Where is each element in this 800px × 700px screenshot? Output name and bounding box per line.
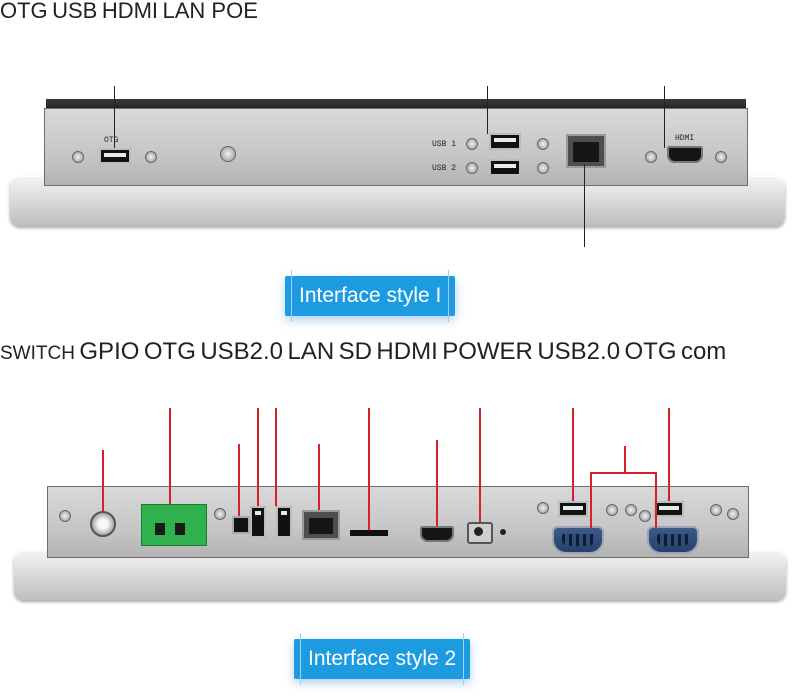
power-leader: [479, 408, 481, 522]
hdmi-label: HDMI: [101, 0, 159, 23]
usb20-left-leader-2: [275, 408, 277, 506]
com-port-2: [647, 526, 699, 554]
switch-leader: [102, 450, 104, 512]
hdmi-silkscreen: HDMI: [675, 134, 695, 143]
hdmi-port: [420, 526, 454, 542]
back-housing: [47, 486, 749, 558]
otg-right-leader: [668, 408, 670, 501]
power-jack: [467, 522, 493, 544]
screw: [645, 151, 657, 163]
front-bezel: [14, 550, 786, 600]
screw: [145, 151, 157, 163]
lan-poe-port: [566, 134, 606, 168]
lan-poe-leader: [584, 164, 585, 247]
usb-label: USB: [52, 0, 98, 23]
screw: [466, 138, 478, 150]
screw: [220, 146, 236, 162]
otg-leader: [114, 86, 115, 148]
usb-port-2: [489, 159, 521, 176]
hdmi-leader: [664, 86, 665, 148]
com-leader-left: [590, 472, 592, 528]
screw: [59, 510, 71, 522]
interface-style-2-badge: Interface style 2: [294, 633, 471, 685]
usb-leader: [487, 86, 488, 134]
gpio-terminal: [141, 504, 207, 546]
usb-port-3: [558, 501, 588, 517]
sd-leader: [368, 408, 370, 530]
screw: [727, 508, 739, 520]
switch-button: [90, 511, 116, 537]
gpio-pin: [175, 523, 185, 535]
panel-interface-style-2: SWITCH GPIO OTG USB2.0 LAN SD HDMI POWER…: [0, 340, 800, 700]
com-label: com: [680, 338, 727, 365]
power-label: POWER: [442, 338, 533, 365]
lan-port: [302, 510, 340, 540]
gpio-pin: [155, 523, 165, 535]
hdmi-leader: [436, 440, 438, 526]
screw: [537, 502, 549, 514]
com-stem: [624, 446, 626, 472]
otg-port: [232, 516, 250, 534]
hdmi-label: HDMI: [376, 338, 438, 365]
sd-slot: [350, 530, 388, 536]
screw: [710, 504, 722, 516]
usb20-right-label: USB2.0: [537, 338, 621, 365]
otg-label: OTG: [0, 0, 48, 23]
screw: [639, 510, 651, 522]
gpio-leader: [169, 408, 171, 504]
lan-poe-label: LAN POE: [162, 0, 258, 23]
screw: [606, 504, 618, 516]
sd-label: SD: [338, 338, 372, 365]
screw: [715, 151, 727, 163]
usb-port-1: [250, 506, 266, 538]
lan-label: LAN: [287, 338, 335, 365]
interface-style-1-badge: Interface style I: [285, 270, 456, 322]
com-bracket: [590, 472, 656, 474]
usb1-silkscreen: USB 1: [432, 140, 457, 149]
gpio-label: GPIO: [79, 338, 140, 365]
switch-label: SWITCH: [0, 343, 75, 364]
screw: [214, 508, 226, 520]
hdmi-port: [667, 146, 703, 163]
indicator-dot: [500, 529, 506, 535]
com-port-1: [552, 526, 604, 554]
screw: [72, 151, 84, 163]
usb-port-1: [489, 133, 521, 150]
usb20-left-label: USB2.0: [200, 338, 284, 365]
otg-left-leader: [238, 444, 240, 516]
back-housing: [44, 108, 748, 186]
screw: [625, 504, 637, 516]
otg-right-label: OTG: [624, 338, 677, 365]
otg-port: [99, 148, 131, 164]
otg-silkscreen: OTG: [104, 136, 119, 145]
usb20-right-leader: [572, 408, 574, 501]
usb2-silkscreen: USB 2: [432, 164, 457, 173]
com-leader-right: [655, 472, 657, 528]
screw: [466, 162, 478, 174]
usb-port-2: [276, 506, 292, 538]
screw: [537, 138, 549, 150]
panel-interface-style-1: OTG USB 1 USB 2 HDMI OTG USB HDMI LAN PO…: [0, 0, 800, 340]
usb20-left-leader-1: [257, 408, 259, 506]
screw: [537, 162, 549, 174]
lan-leader: [318, 444, 320, 510]
otg-left-label: OTG: [143, 338, 196, 365]
usb-port-4: [654, 501, 684, 517]
